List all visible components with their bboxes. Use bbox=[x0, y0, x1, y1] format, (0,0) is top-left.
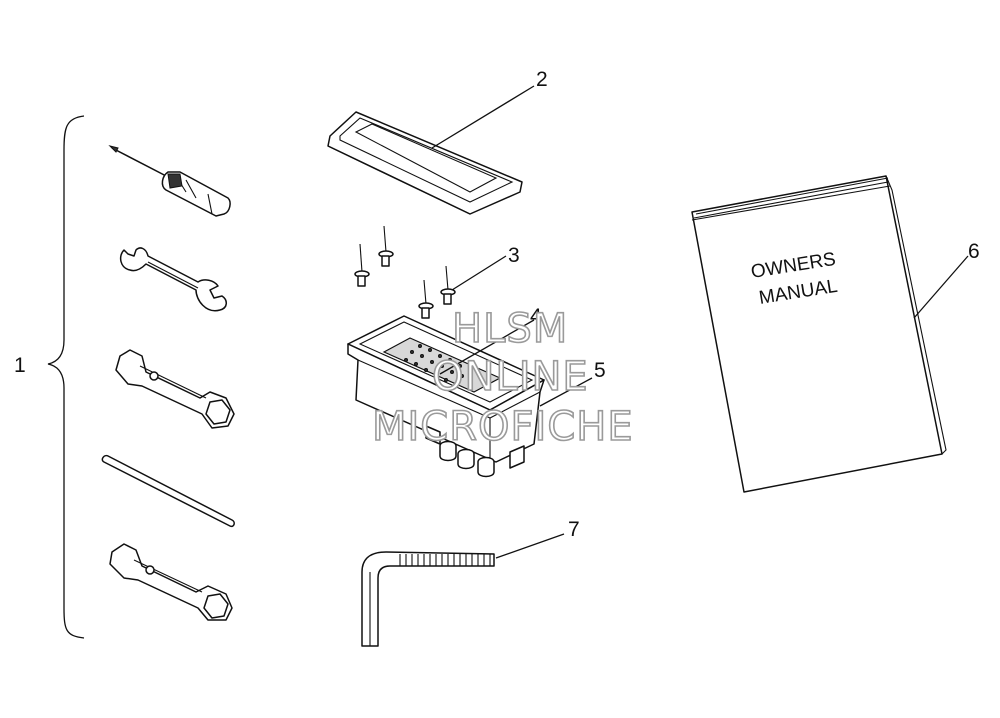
rivet bbox=[440, 265, 456, 305]
leader-6 bbox=[913, 255, 969, 319]
leader-4 bbox=[439, 319, 535, 375]
allen-key-thread bbox=[399, 554, 491, 566]
owners-manual: OWNERS MANUAL bbox=[691, 175, 947, 493]
callout-4: 4 bbox=[530, 305, 542, 328]
rivet bbox=[378, 225, 394, 267]
rivets bbox=[354, 225, 456, 319]
open-end-wrench bbox=[119, 247, 227, 312]
tool-tray-pad bbox=[327, 111, 523, 215]
tube-wrench-lower bbox=[109, 543, 233, 621]
leader-2 bbox=[431, 85, 535, 149]
callout-6: 6 bbox=[968, 240, 980, 263]
watermark: HLSM ONLINE MICROFICHE bbox=[371, 305, 634, 451]
allen-key bbox=[361, 551, 495, 647]
tool-group-bracket bbox=[47, 115, 85, 639]
leader-5 bbox=[539, 377, 593, 407]
tube-wrench-upper bbox=[115, 349, 235, 429]
rivet bbox=[418, 279, 434, 319]
leader-3 bbox=[451, 255, 507, 291]
callout-1: 1 bbox=[14, 354, 26, 377]
callout-7: 7 bbox=[568, 518, 580, 541]
callout-3: 3 bbox=[508, 244, 520, 267]
watermark-line1: HLSM bbox=[452, 306, 568, 352]
drain-holes bbox=[404, 344, 472, 386]
tool-box bbox=[347, 315, 545, 478]
screwdriver bbox=[108, 145, 231, 217]
watermark-line2: ONLINE bbox=[432, 354, 589, 400]
tommy-bar bbox=[101, 454, 235, 528]
watermark-line3: MICROFICHE bbox=[372, 404, 634, 450]
callout-5: 5 bbox=[594, 359, 606, 382]
callout-2: 2 bbox=[536, 68, 548, 91]
rivet bbox=[354, 243, 370, 287]
leader-7 bbox=[495, 533, 565, 559]
